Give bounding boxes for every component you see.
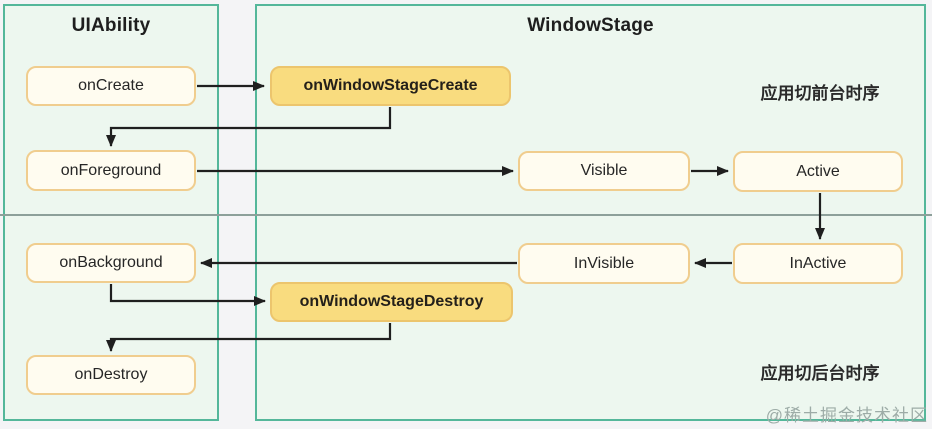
node-onwindowstagedestroy: onWindowStageDestroy	[270, 282, 513, 322]
node-onbackground: onBackground	[26, 243, 196, 283]
node-oncreate: onCreate	[26, 66, 196, 106]
watermark: @稀土掘金技术社区	[765, 406, 928, 425]
label-foreground-sequence: 应用切前台时序	[760, 84, 880, 103]
node-inactive: InActive	[733, 243, 903, 284]
node-active: Active	[733, 151, 903, 192]
node-onwindowstagecreate: onWindowStageCreate	[270, 66, 511, 106]
windowstage-panel-title: WindowStage	[527, 15, 654, 36]
node-onforeground: onForeground	[26, 150, 196, 191]
watermark-fragments	[852, 425, 930, 429]
uiability-panel-title: UIAbility	[71, 15, 151, 36]
node-ondestroy: onDestroy	[26, 355, 196, 395]
node-visible: Visible	[518, 151, 690, 191]
label-background-sequence: 应用切后台时序	[760, 364, 880, 383]
node-invisible: InVisible	[518, 243, 690, 284]
section-divider	[0, 214, 932, 216]
